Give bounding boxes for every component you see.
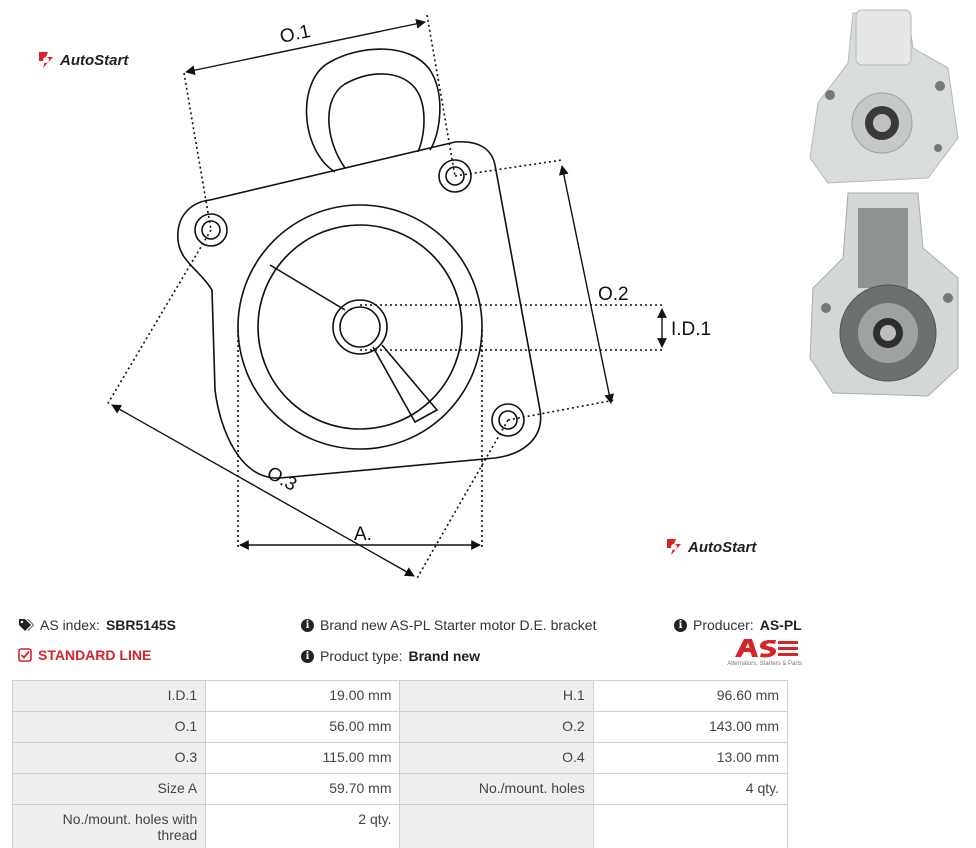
spec-value [592,804,789,848]
description: i Brand new AS-PL Starter motor D.E. bra… [301,617,597,633]
info-icon: i [674,618,687,632]
dim-o3-line [111,404,415,577]
table-row: I.D.1 19.00 mm H.1 96.60 mm [11,680,789,712]
table-row: No./mount. holes with thread 2 qty. [11,804,789,848]
spec-value: 96.60 mm [592,680,789,712]
as-pl-logo-mark [735,639,798,658]
spec-value: 56.00 mm [205,711,401,743]
dim-id1-label: I.D.1 [671,319,711,340]
as-pl-logo: Alternators, Starters & Parts [716,637,802,671]
checkbox-icon [18,648,32,662]
spec-label [399,804,594,848]
mount-hole-3-inner [498,410,518,430]
bracket-loop [305,48,441,173]
autostart-logo-text-bottom: AutoStart [688,538,757,556]
autostart-mark-icon [667,539,681,555]
dim-o1-label: O.1 [278,21,312,48]
as-index-value: SBR5145S [105,617,176,633]
mount-hole-2-inner [445,166,465,186]
spec-label: No./mount. holes [399,773,594,805]
spec-value: 2 qty. [205,804,401,848]
flange-outline [177,140,542,479]
producer: i Producer: AS-PL [674,617,802,633]
table-row: O.3 115.00 mm O.4 13.00 mm [11,742,789,774]
spec-value: 4 qty. [592,773,789,805]
bore-web [269,264,439,424]
spec-label: O.3 [11,742,207,774]
spec-value: 13.00 mm [592,742,789,774]
mount-hole-2 [438,159,472,193]
table-row: Size A 59.70 mm No./mount. holes 4 qty. [11,773,789,805]
tags-icon [19,619,34,631]
as-pl-tagline: Alternators, Starters & Parts [727,661,802,667]
specs-table: I.D.1 19.00 mm H.1 96.60 mm O.1 56.00 mm… [11,680,789,848]
as-index-label: AS index: [40,617,100,633]
mount-hole-1 [194,213,228,247]
info-icon: i [301,649,314,663]
mount-hole-3 [491,403,525,437]
autostart-logo-text: AutoStart [60,51,129,69]
spec-label: H.1 [399,680,594,712]
bore-ring [257,224,463,430]
info-icon: i [301,618,314,632]
product-photos [808,8,966,400]
bore-outer [237,204,483,450]
spec-label: O.4 [399,742,594,774]
autostart-logo-bottom: AutoStart [664,537,756,557]
spec-label: O.2 [399,711,594,743]
product-photo-front [808,8,966,188]
spec-value: 115.00 mm [205,742,401,774]
table-row: O.1 56.00 mm O.2 143.00 mm [11,711,789,743]
producer-label: Producer: [693,617,754,633]
spec-value: 59.70 mm [205,773,401,805]
bore-center [332,299,388,355]
autostart-mark-icon [39,52,53,68]
dim-o1-line [185,19,426,75]
dim-o3-label: O.3 [263,463,300,496]
line-badge: STANDARD LINE [18,647,151,663]
dim-a-label: A. [354,524,372,545]
as-index: AS index: SBR5145S [18,617,176,633]
dim-o2-label: O.2 [598,284,629,305]
spec-value: 19.00 mm [205,680,401,712]
producer-value: AS-PL [759,617,802,633]
autostart-logo: AutoStart [36,50,128,70]
line-label: STANDARD LINE [38,647,152,663]
product-type: i Product type: Brand new [301,648,480,664]
spec-label: I.D.1 [11,680,207,712]
technical-drawing: O.1 O.2 O.3 I.D.1 A. [106,14,711,581]
bore-center-inner [339,306,381,348]
spec-label: No./mount. holes with thread [11,804,207,848]
dim-o2-line [558,165,615,404]
product-photo-rear [808,188,966,400]
spec-label: O.1 [11,711,207,743]
mount-hole-1-inner [201,220,221,240]
product-type-value: Brand new [408,648,481,664]
description-text: Brand new AS-PL Starter motor D.E. brack… [320,617,597,633]
product-type-label: Product type: [320,648,403,664]
spec-label: Size A [11,773,207,805]
spec-value: 143.00 mm [592,711,789,743]
bracket-loop-inner [328,73,425,169]
